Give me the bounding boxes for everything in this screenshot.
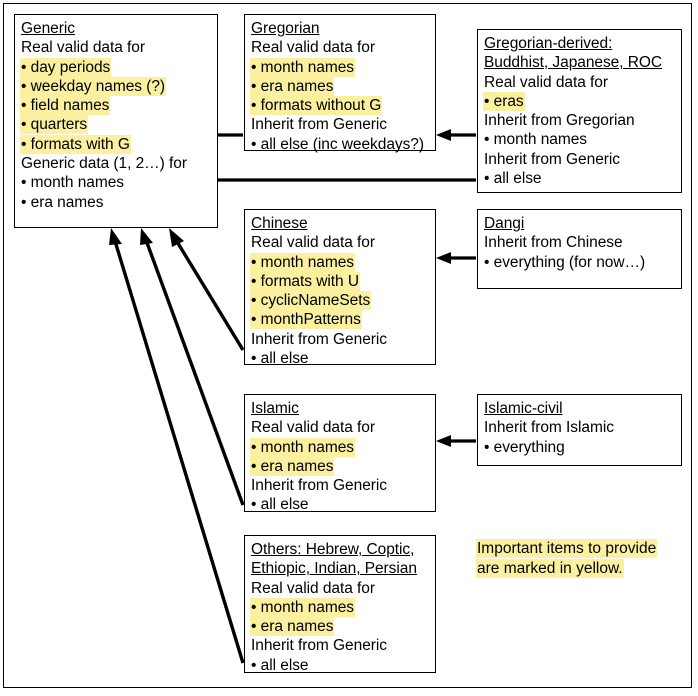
node-others-title-1: Others: Hebrew, Coptic, xyxy=(251,541,415,558)
node-chinese-title: Chinese xyxy=(251,215,308,232)
node-gregorian-title: Gregorian xyxy=(251,20,320,37)
node-islamic-item-all-else: • all else xyxy=(251,496,309,514)
node-gregorian-derived-item-month-names: • month names xyxy=(484,131,587,149)
node-chinese-line-6: Inherit from Generic xyxy=(251,330,387,348)
legend-note-line-1: Important items to provide xyxy=(477,540,657,557)
node-generic-item-formats-with-g: • formats with G xyxy=(21,135,130,153)
node-others-line-2: Real valid data for xyxy=(251,579,375,597)
node-gregorian-item-era-names: • era names xyxy=(251,77,334,95)
node-generic-item-weekday-names: • weekday names (?) xyxy=(21,77,166,95)
node-islamic-item-era-names: • era names xyxy=(251,457,334,475)
node-others-line-5: Inherit from Generic xyxy=(251,637,387,655)
node-dangi[interactable]: Dangi Inherit from Chinese • everything … xyxy=(477,209,682,289)
node-dangi-item-everything: • everything (for now…) xyxy=(484,253,646,271)
node-islamic[interactable]: Islamic Real valid data for • month name… xyxy=(244,394,436,514)
node-generic[interactable]: Generic Real valid data for • day period… xyxy=(14,14,218,228)
node-others-item-era-names: • era names xyxy=(251,618,334,636)
legend-note-line-2: are marked in yellow. xyxy=(477,560,623,577)
node-chinese[interactable]: Chinese Real valid data for • month name… xyxy=(244,209,436,368)
node-islamic-civil-line-1: Inherit from Islamic xyxy=(484,419,614,437)
node-others-item-all-else: • all else xyxy=(251,656,309,674)
node-gregorian-item-all-else: • all else (inc weekdays?) xyxy=(251,135,424,153)
node-gregorian-derived-item-eras: • eras xyxy=(484,92,524,110)
node-generic-line-7: Generic data (1, 2…) for xyxy=(21,155,187,173)
node-gregorian-derived-title-2: Buddhist, Japanese, ROC xyxy=(484,54,663,72)
node-others-item-month-names: • month names xyxy=(251,598,354,616)
node-others-title-2: Ethiopic, Indian, Persian xyxy=(251,560,417,578)
node-islamic-line-4: Inherit from Generic xyxy=(251,477,387,495)
node-gregorian-line-1: Real valid data for xyxy=(251,39,375,57)
node-chinese-line-1: Real valid data for xyxy=(251,234,375,252)
node-chinese-item-month-names: • month names xyxy=(251,253,354,271)
node-generic-item-field-names: • field names xyxy=(21,97,110,115)
legend-note: Important items to provide are marked in… xyxy=(477,539,687,585)
node-islamic-item-month-names: • month names xyxy=(251,438,354,456)
node-generic-title: Generic xyxy=(21,20,75,37)
node-gregorian-line-5: Inherit from Generic xyxy=(251,116,387,134)
node-generic-item-era-names: • era names xyxy=(21,193,104,211)
node-islamic-line-1: Real valid data for xyxy=(251,419,375,437)
node-generic-item-quarters: • quarters xyxy=(21,116,88,134)
node-gregorian-item-formats-without-g: • formats without G xyxy=(251,97,382,115)
node-dangi-line-1: Inherit from Chinese xyxy=(484,234,623,252)
node-gregorian-derived-title-1: Gregorian-derived: xyxy=(484,35,613,52)
node-dangi-title: Dangi xyxy=(484,215,525,232)
node-gregorian-derived-line-4: Inherit from Gregorian xyxy=(484,112,635,130)
node-islamic-civil[interactable]: Islamic-civil Inherit from Islamic • eve… xyxy=(477,394,682,466)
node-islamic-civil-title: Islamic-civil xyxy=(484,400,563,417)
node-islamic-title: Islamic xyxy=(251,400,299,417)
node-islamic-civil-item-everything: • everything xyxy=(484,438,565,456)
node-generic-line-1: Real valid data for xyxy=(21,39,145,57)
node-gregorian-item-month-names: • month names xyxy=(251,58,354,76)
node-gregorian-derived-line-6: Inherit from Generic xyxy=(484,150,620,168)
node-gregorian-derived[interactable]: Gregorian-derived: Buddhist, Japanese, R… xyxy=(477,29,682,193)
node-gregorian-derived-item-all-else: • all else xyxy=(484,170,542,188)
node-gregorian[interactable]: Gregorian Real valid data for • month na… xyxy=(244,14,436,153)
node-chinese-item-month-patterns: • monthPatterns xyxy=(251,311,361,329)
node-generic-item-month-names: • month names xyxy=(21,174,124,192)
node-chinese-item-all-else: • all else xyxy=(251,350,309,368)
node-gregorian-derived-line-2: Real valid data for xyxy=(484,73,608,91)
node-chinese-item-cyclic-name-sets: • cyclicNameSets xyxy=(251,292,371,310)
node-generic-item-day-periods: • day periods xyxy=(21,58,111,76)
diagram-outer-frame xyxy=(3,3,692,688)
node-others[interactable]: Others: Hebrew, Coptic, Ethiopic, Indian… xyxy=(244,535,436,674)
node-chinese-item-formats-with-u: • formats with U xyxy=(251,272,359,290)
